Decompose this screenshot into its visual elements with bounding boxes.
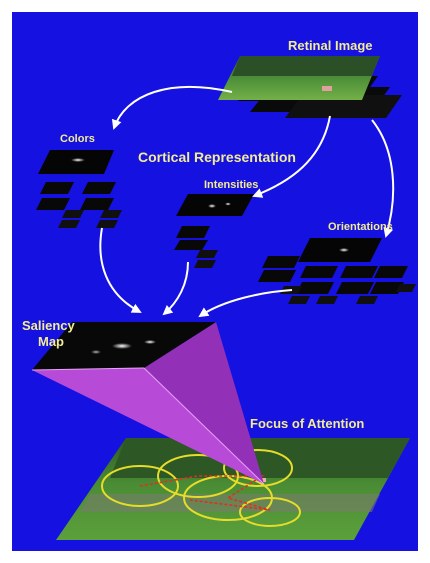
saliency-map-group (31, 322, 265, 485)
flow-arrows (99, 85, 395, 318)
pyramid-right-face (144, 322, 264, 484)
saliency-map-label: Saliency Map (22, 318, 78, 349)
focus-of-attention-label: Focus of Attention (250, 416, 364, 431)
arrow-retina-to-intensities (252, 115, 331, 198)
retinal-image-label: Retinal Image (288, 38, 373, 53)
attention-circle (101, 465, 179, 507)
scan-path (139, 475, 271, 511)
saliency-map-label-line2: Map (38, 334, 64, 349)
arrow-retina-to-orientations (371, 119, 395, 238)
attention-circle (223, 449, 293, 487)
colors-label: Colors (60, 133, 95, 145)
retinal-image-stack (218, 56, 402, 118)
arrow-intensities-to-saliency (162, 261, 189, 316)
arrow-orientations-to-saliency (198, 289, 293, 318)
cortical-representation-label: Cortical Representation (138, 149, 296, 165)
intensities-label: Intensities (204, 179, 258, 191)
arrow-retina-to-colors (111, 85, 233, 130)
saliency-map-label-line1: Saliency (22, 318, 76, 333)
colors-feature-stack (36, 150, 122, 228)
orientations-feature-stack (258, 238, 416, 304)
arrow-colors-to-saliency (99, 227, 142, 313)
orientations-label: Orientations (328, 221, 393, 233)
intensities-feature-stack (174, 194, 254, 268)
attention-circle (239, 497, 301, 527)
pyramid-left-face (32, 368, 264, 484)
focus-of-attention-image (56, 438, 410, 540)
